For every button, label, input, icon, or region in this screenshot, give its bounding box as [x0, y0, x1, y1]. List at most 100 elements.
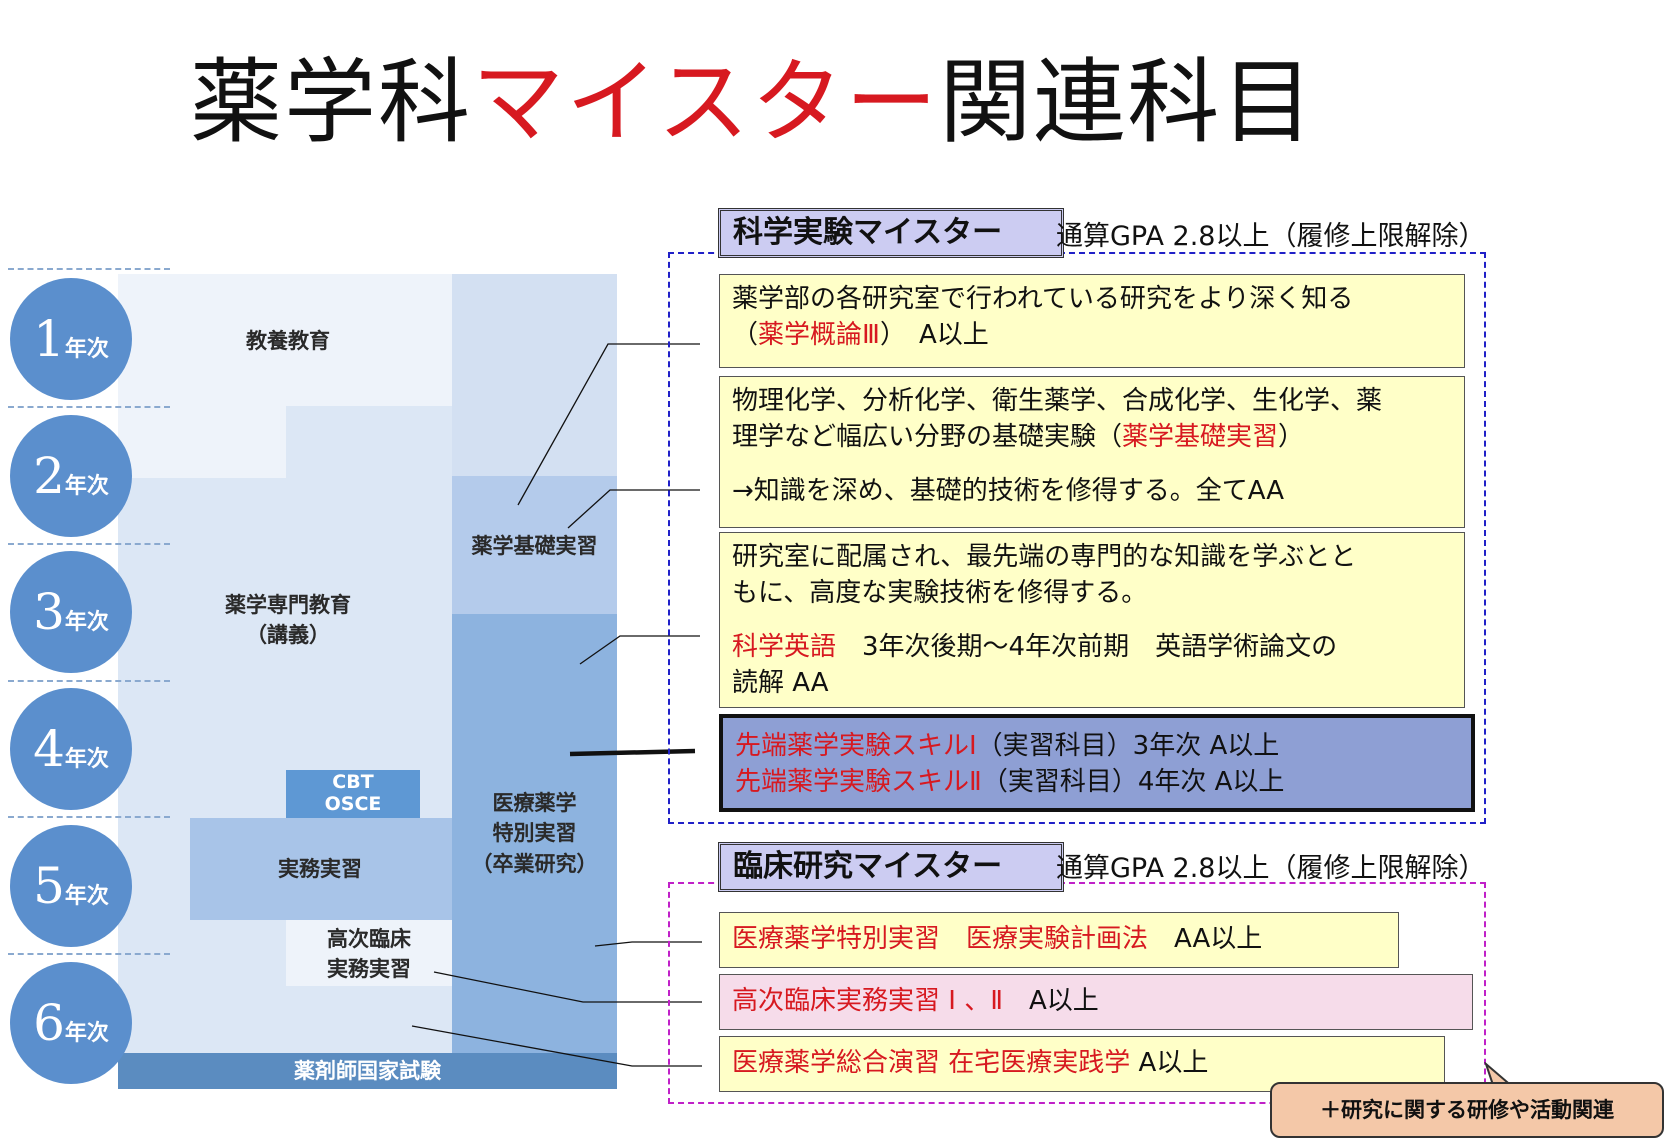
course-name: 先端薬学実験スキルⅡ: [735, 767, 982, 797]
specialized-edu-line1: 薬学専門教育: [225, 593, 351, 617]
title-part3: 関連科目: [939, 49, 1316, 156]
exam-block: [118, 1053, 617, 1089]
science-box-2-line2b: ）: [1278, 422, 1305, 452]
advanced-practical-label: 高次臨床 実務実習: [296, 924, 442, 985]
science-box-1-line1: 薬学部の各研究室で行われている研究をより深く知る: [732, 284, 1354, 314]
grade-requirement: A以上: [1003, 986, 1099, 1016]
practical-label: 実務実習: [278, 857, 362, 881]
connector-line: [594, 941, 702, 947]
year-suffix: 年次: [64, 610, 109, 635]
connector-line: [433, 971, 702, 1003]
year-2-badge: 2年次: [10, 415, 132, 537]
connector-line: [579, 635, 700, 665]
advanced-practical-block: [286, 920, 452, 986]
connector-line: [411, 1025, 702, 1067]
year-number: 4: [33, 720, 65, 778]
year-number: 6: [33, 994, 65, 1052]
year-number: 5: [33, 857, 65, 915]
science-box-2-line2: 理学など幅広い分野の基礎実験（薬学基礎実習）: [732, 419, 1452, 455]
year-separator: [8, 268, 170, 270]
year-6-badge: 6年次: [10, 962, 132, 1084]
science-box-2: 物理化学、分析化学、衛生薬学、合成化学、生化学、薬 理学など幅広い分野の基礎実験…: [719, 376, 1465, 528]
science-box-2-line2a: 理学など幅広い分野の基礎実験（: [732, 422, 1123, 452]
general-edu-block-lower: [118, 406, 286, 478]
grade-requirement: （実習科目）4年次 A以上: [981, 767, 1285, 797]
science-meister-gpa: 通算GPA 2.8以上（履修上限解除）: [1056, 221, 1486, 252]
osce-text: OSCE: [324, 793, 382, 815]
cbt-osce-block: [286, 770, 420, 818]
year-5-badge: 5年次: [10, 825, 132, 947]
science-box-4-line2: 先端薬学実験スキルⅡ（実習科目）4年次 A以上: [735, 764, 1459, 800]
clinical-meister-gpa: 通算GPA 2.8以上（履修上限解除）: [1056, 853, 1486, 884]
clinical-row-1: 医療薬学特別実習 医療実験計画法 AA以上: [719, 912, 1399, 968]
basic-lab-label: 薬学基礎実習: [471, 534, 598, 558]
course-name: 薬学概論Ⅲ: [758, 320, 880, 350]
year-separator: [8, 406, 170, 408]
general-edu-label: 教養教育: [246, 329, 330, 353]
science-box-4: 先端薬学実験スキルⅠ（実習科目）3年次 A以上 先端薬学実験スキルⅡ（実習科目）…: [719, 714, 1475, 812]
course-name: 医療薬学総合演習 在宅医療実践学: [732, 1048, 1131, 1078]
year-suffix: 年次: [64, 474, 109, 499]
course-name: 医療薬学特別実習 医療実験計画法: [732, 924, 1149, 954]
general-edu-block: [118, 274, 452, 406]
page-title: 薬学科マイスター関連科目: [190, 52, 1315, 153]
year-suffix: 年次: [64, 337, 109, 362]
title-part1: 薬学科: [190, 49, 473, 156]
year-number: 2: [33, 447, 65, 505]
grade-requirement: （実習科目）3年次 A以上: [976, 731, 1280, 761]
science-box-3-line2: もに、高度な実験技術を修得する。: [732, 578, 1148, 608]
year-separator: [8, 680, 170, 682]
course-name: 科学英語: [732, 632, 837, 662]
year-separator: [8, 816, 170, 818]
advanced-practical-line2: 実務実習: [327, 957, 411, 982]
science-box-1: 薬学部の各研究室で行われている研究をより深く知る （薬学概論Ⅲ） A以上: [719, 274, 1465, 368]
year-separator: [8, 953, 170, 955]
year-suffix: 年次: [64, 884, 109, 909]
science-box-3-line3: 科学英語 3年次後期～4年次前期 英語学術論文の: [732, 629, 1452, 665]
course-name: 先端薬学実験スキルⅠ: [735, 731, 977, 761]
cbt-text: CBT: [332, 771, 374, 793]
science-meister-heading: 科学実験マイスター: [718, 208, 1064, 258]
paren-open: （: [732, 320, 759, 350]
connector-line: [567, 489, 700, 529]
science-box-3-line1: 研究室に配属され、最先端の専門的な知識を学ぶとと: [732, 542, 1357, 572]
year-suffix: 年次: [64, 747, 109, 772]
science-box-4-line1: 先端薬学実験スキルⅠ（実習科目）3年次 A以上: [735, 728, 1459, 764]
year-3-badge: 3年次: [10, 551, 132, 673]
course-name: 高次臨床実務実習 Ⅰ 、Ⅱ: [732, 986, 1003, 1016]
science-box-2-line3: →知識を深め、基礎的技術を修得する。全てAA: [732, 476, 1285, 506]
connector-line-bold: [569, 748, 696, 757]
special-research-line1: 医療薬学: [492, 791, 577, 815]
clinical-meister-heading: 臨床研究マイスター: [718, 842, 1064, 892]
title-part2: マイスター: [472, 49, 940, 156]
year-number: 3: [33, 583, 65, 641]
cbt-osce-label: CBT OSCE: [286, 771, 420, 815]
clinical-meister-frame: [668, 882, 1486, 1104]
science-box-1-line2: （薬学概論Ⅲ） A以上: [732, 317, 1452, 353]
basic-lab-block: [452, 476, 617, 614]
clinical-row-2: 高次臨床実務実習 Ⅰ 、Ⅱ A以上: [719, 974, 1473, 1030]
special-research-line3: （卒業研究）: [471, 851, 598, 876]
special-research-line2: 特別実習: [492, 821, 577, 846]
right-column-top: [452, 274, 617, 476]
advanced-practical-line1: 高次臨床: [327, 927, 411, 951]
year-suffix: 年次: [64, 1021, 109, 1046]
science-box-3: 研究室に配属され、最先端の専門的な知識を学ぶとと もに、高度な実験技術を修得する…: [719, 532, 1465, 708]
practical-block: [190, 818, 452, 920]
science-meister-frame: [668, 252, 1486, 824]
science-box-3-line3-rest: 3年次後期～4年次前期 英語学術論文の: [836, 632, 1338, 662]
science-box-2-line1: 物理化学、分析化学、衛生薬学、合成化学、生化学、薬: [732, 386, 1383, 416]
course-name: 薬学基礎実習: [1122, 422, 1279, 452]
year-1-badge: 1年次: [10, 278, 132, 400]
year-number: 1: [33, 310, 65, 368]
special-research-label: 医療薬学 特別実習 （卒業研究）: [452, 788, 617, 879]
science-box-3-line4: 読解 AA: [732, 668, 829, 698]
exam-label: 薬剤師国家試験: [294, 1059, 441, 1083]
year-4-badge: 4年次: [10, 688, 132, 810]
grade-requirement: ） A以上: [879, 320, 989, 350]
specialized-edu-label: 薬学専門教育 （講義）: [198, 590, 378, 651]
specialized-edu-block-top: [286, 406, 452, 478]
year-separator: [8, 543, 170, 545]
specialized-edu-line2: （講義）: [246, 623, 330, 648]
